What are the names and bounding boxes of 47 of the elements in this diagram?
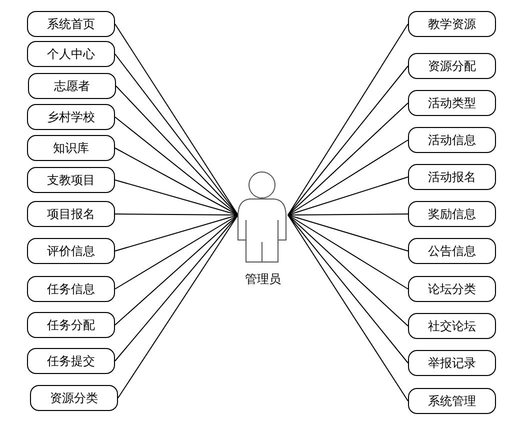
connector-line — [288, 66, 408, 216]
use-case-box: 奖励信息 — [408, 201, 496, 227]
use-case-box: 支教项目 — [27, 167, 115, 193]
use-case-box: 任务信息 — [27, 276, 115, 302]
use-case-box: 公告信息 — [408, 238, 496, 264]
connector-line — [114, 214, 238, 362]
connector-line — [288, 176, 408, 216]
connector-line — [114, 214, 238, 326]
use-case-box: 资源分类 — [30, 385, 118, 411]
use-case-box: 活动信息 — [408, 127, 496, 153]
connector-line — [288, 214, 408, 216]
connector-line — [116, 86, 238, 216]
use-case-box: 任务分配 — [27, 312, 115, 338]
use-case-box: 乡村学校 — [27, 104, 115, 130]
use-case-box: 活动报名 — [408, 164, 496, 190]
connector-line — [288, 214, 408, 252]
connector-line — [288, 102, 408, 216]
connector-line — [114, 180, 238, 216]
connector-line — [114, 214, 238, 216]
use-case-box: 评价信息 — [27, 238, 115, 264]
connector-line — [114, 24, 238, 216]
use-case-box: 项目报名 — [27, 201, 115, 227]
use-case-box: 任务提交 — [27, 348, 115, 374]
use-case-box: 资源分配 — [408, 53, 496, 79]
use-case-box: 系统管理 — [408, 388, 496, 414]
use-case-box: 系统首页 — [27, 11, 115, 37]
connector-line — [288, 214, 408, 402]
use-case-box: 教学资源 — [408, 11, 496, 37]
use-case-box: 社交论坛 — [408, 313, 496, 339]
use-case-box: 论坛分类 — [408, 276, 496, 302]
use-case-box: 志愿者 — [28, 73, 116, 99]
connector-line — [114, 116, 238, 216]
connector-line — [288, 214, 408, 290]
use-case-box: 个人中心 — [27, 41, 115, 67]
connector-line — [288, 214, 408, 326]
connector-line — [118, 214, 238, 398]
use-case-box: 举报记录 — [408, 350, 496, 376]
connector-line — [288, 214, 408, 364]
use-case-box: 活动类型 — [408, 90, 496, 116]
actor-label: 管理员 — [244, 271, 282, 288]
use-case-box: 知识库 — [27, 135, 115, 161]
connector-line — [114, 54, 238, 216]
connector-line — [288, 24, 408, 216]
connector-line — [288, 140, 408, 216]
connector-line — [114, 214, 238, 252]
connector-line — [114, 214, 238, 290]
connector-line — [114, 148, 238, 216]
